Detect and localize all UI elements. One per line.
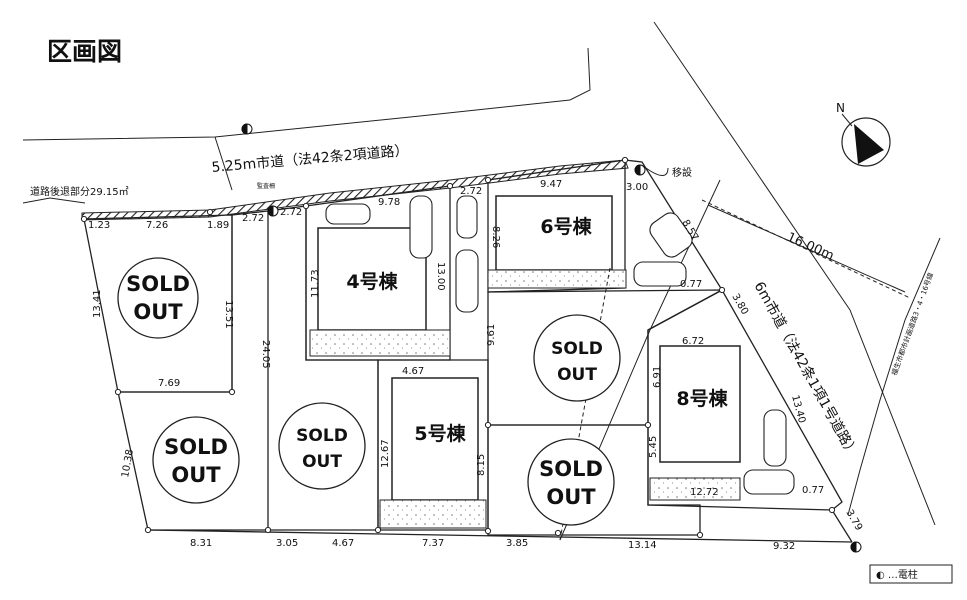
svg-text:0.77: 0.77 xyxy=(802,485,824,496)
building-8 xyxy=(659,345,741,463)
svg-text:3.85: 3.85 xyxy=(506,538,528,549)
svg-text:13.51: 13.51 xyxy=(223,300,234,329)
svg-text:13.40: 13.40 xyxy=(789,394,807,425)
svg-text:3.79: 3.79 xyxy=(843,508,864,533)
pole-tag: 監査柵 xyxy=(257,182,275,190)
sold-out-lot-5: SOLD OUT xyxy=(527,438,615,526)
yard-6 xyxy=(487,269,627,289)
building-6 xyxy=(495,195,613,271)
sold-out-lot-4: SOLD OUT xyxy=(533,314,621,402)
yard-4 xyxy=(309,329,451,357)
svg-text:12.67: 12.67 xyxy=(380,439,391,468)
svg-text:13.00: 13.00 xyxy=(435,262,446,291)
road-setback-strip xyxy=(81,159,629,221)
svg-text:3.05: 3.05 xyxy=(276,538,298,549)
lot-label-8: 8号棟 xyxy=(676,387,728,410)
compass-label: N xyxy=(836,101,845,115)
svg-text:6.72: 6.72 xyxy=(682,336,704,347)
sold-label-2: OUT xyxy=(171,463,221,487)
yard-8 xyxy=(649,477,741,501)
svg-text:6.91: 6.91 xyxy=(652,366,663,388)
east-width-label: 16.00m xyxy=(784,230,836,264)
svg-text:5.45: 5.45 xyxy=(648,436,659,458)
lot-label-6: 6号棟 xyxy=(540,215,592,238)
legend-text: ◐ …電柱 xyxy=(876,568,918,581)
lot-label-4: 4号棟 xyxy=(346,270,398,293)
svg-text:7.37: 7.37 xyxy=(422,538,444,549)
lot-label-5: 5号棟 xyxy=(414,422,466,445)
svg-text:9.78: 9.78 xyxy=(378,197,400,208)
svg-text:3.80: 3.80 xyxy=(729,292,750,317)
setback-label: 道路後退部分29.15㎡ xyxy=(30,185,129,198)
building-5 xyxy=(391,377,479,501)
svg-text:8.31: 8.31 xyxy=(190,538,212,549)
compass-icon xyxy=(841,113,891,167)
svg-text:9.32: 9.32 xyxy=(773,541,795,552)
svg-text:4.67: 4.67 xyxy=(402,366,424,377)
plan-title: 区画図 xyxy=(47,37,122,66)
svg-text:4.67: 4.67 xyxy=(332,538,354,549)
svg-text:1.89: 1.89 xyxy=(207,220,229,231)
building-4 xyxy=(317,227,427,331)
svg-text:10.38: 10.38 xyxy=(120,448,136,478)
svg-text:24.05: 24.05 xyxy=(260,340,271,369)
guide-lines xyxy=(559,199,911,541)
sold-out-lot-2: SOLD OUT xyxy=(152,416,240,504)
survey-points xyxy=(80,156,836,539)
sold-label: SOLD xyxy=(126,272,190,296)
yard-5 xyxy=(379,499,487,529)
sold-out-lot-3: SOLD OUT xyxy=(278,402,366,490)
svg-text:2.72: 2.72 xyxy=(242,213,264,224)
sold-label-2: OUT xyxy=(557,365,597,385)
svg-text:1.23: 1.23 xyxy=(88,220,110,231)
legend-box xyxy=(869,564,953,584)
relocation-arrow xyxy=(645,167,669,176)
sold-label: SOLD xyxy=(551,339,603,359)
relocation-label: 移設 xyxy=(672,166,692,179)
sold-label: SOLD xyxy=(296,426,348,446)
north-road-label: 5.25m市道（法42条2項道路） xyxy=(211,142,409,176)
svg-text:13.14: 13.14 xyxy=(628,540,657,551)
svg-text:9.61: 9.61 xyxy=(486,324,497,346)
sold-label-2: OUT xyxy=(546,485,596,509)
east-width-arrow xyxy=(707,204,906,293)
svg-text:11.73: 11.73 xyxy=(310,269,321,298)
sold-label-2: OUT xyxy=(133,300,183,324)
sold-label-2: OUT xyxy=(302,452,342,472)
sold-label: SOLD xyxy=(164,435,228,459)
svg-text:7.69: 7.69 xyxy=(158,378,180,389)
svg-text:0.77: 0.77 xyxy=(680,279,702,290)
city-road-note: 福生市都市計画道路3・4・16号線 xyxy=(889,271,935,376)
dimension-labels: 1.23 7.26 1.89 2.72 2.72 9.78 2.72 9.47 … xyxy=(88,179,864,552)
sold-label: SOLD xyxy=(539,457,603,481)
utility-pole-icon xyxy=(241,123,862,553)
sold-out-lot-1: SOLD OUT xyxy=(117,257,199,339)
svg-text:3.00: 3.00 xyxy=(626,182,648,193)
svg-text:8.26: 8.26 xyxy=(490,226,501,248)
svg-text:12.72: 12.72 xyxy=(690,487,719,498)
svg-text:8.15: 8.15 xyxy=(476,454,487,476)
svg-text:2.72: 2.72 xyxy=(280,207,302,218)
parking-cars xyxy=(325,195,795,495)
svg-text:2.72: 2.72 xyxy=(460,186,482,197)
svg-text:9.47: 9.47 xyxy=(540,179,562,190)
svg-text:7.26: 7.26 xyxy=(146,220,168,231)
svg-text:13.41: 13.41 xyxy=(92,289,103,318)
